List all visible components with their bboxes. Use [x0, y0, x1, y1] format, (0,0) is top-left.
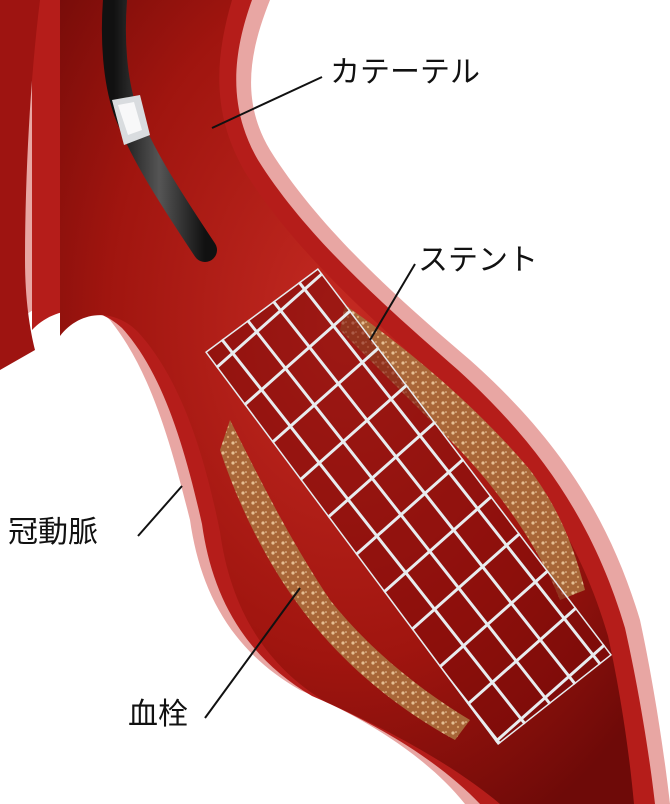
- catheter-label: カテーテル: [330, 58, 480, 88]
- coronary-artery-label: 冠動脈: [8, 518, 98, 548]
- artery-leader: [138, 486, 182, 536]
- thrombus-label: 血栓: [128, 700, 188, 730]
- stent-label: ステント: [418, 246, 538, 276]
